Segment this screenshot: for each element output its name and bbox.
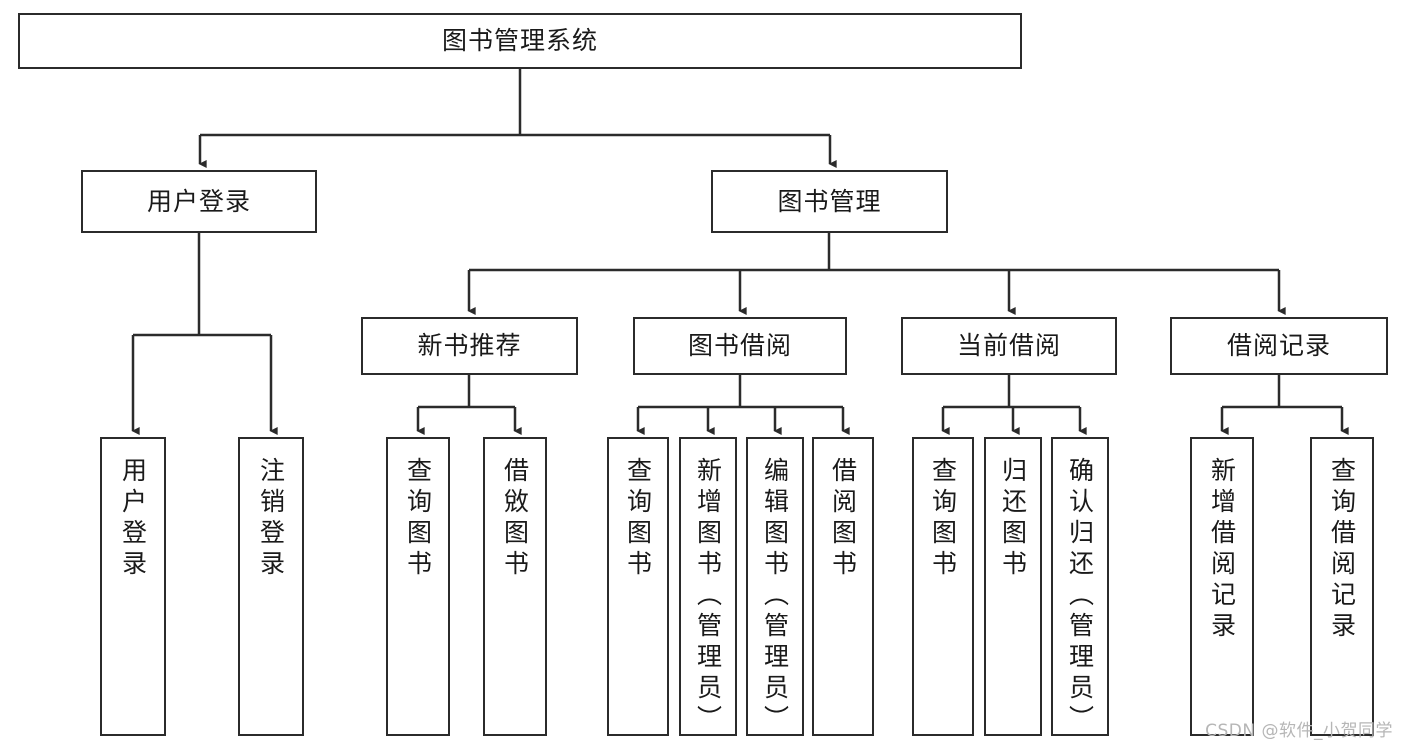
- leaf-confirm-return-admin-label: 确认归还（管理员）: [1065, 457, 1095, 736]
- node-current-borrow-label: 当前借阅: [956, 331, 1061, 361]
- leaf-logout-label: 注销登录: [256, 457, 286, 581]
- watermark: CSDN @软件_小贺同学: [1205, 721, 1393, 741]
- node-user-login-label: 用户登录: [146, 186, 251, 216]
- node-book-borrow[interactable]: 图书借阅: [633, 317, 847, 375]
- node-book-management-label: 图书管理: [777, 186, 882, 216]
- leaf-borrow-query-book[interactable]: 查询图书: [607, 437, 669, 736]
- leaf-return-book-label: 归还图书: [998, 457, 1028, 581]
- leaf-borrow-query-book-label: 查询图书: [623, 457, 653, 581]
- node-borrow-record[interactable]: 借阅记录: [1170, 317, 1388, 375]
- node-current-borrow[interactable]: 当前借阅: [901, 317, 1117, 375]
- leaf-borrow-book[interactable]: 借阅图书: [812, 437, 874, 736]
- leaf-add-book-admin[interactable]: 新增图书（管理员）: [679, 437, 737, 736]
- leaf-edit-book-admin[interactable]: 编辑图书（管理员）: [746, 437, 804, 736]
- node-new-book-recommend[interactable]: 新书推荐: [361, 317, 578, 375]
- leaf-newbook-query-book[interactable]: 查询图书: [386, 437, 450, 736]
- leaf-add-borrow-record[interactable]: 新增借阅记录: [1190, 437, 1254, 736]
- leaf-logout[interactable]: 注销登录: [238, 437, 304, 736]
- leaf-confirm-return-admin[interactable]: 确认归还（管理员）: [1051, 437, 1109, 736]
- node-root[interactable]: 图书管理系统: [18, 13, 1022, 69]
- leaf-edit-book-admin-label: 编辑图书（管理员）: [760, 457, 790, 736]
- node-new-book-recommend-label: 新书推荐: [417, 331, 522, 361]
- leaf-add-borrow-record-label: 新增借阅记录: [1207, 457, 1237, 643]
- node-book-management[interactable]: 图书管理: [711, 170, 948, 233]
- leaf-borrow-book-label: 借阅图书: [828, 457, 858, 581]
- leaf-user-login-label: 用户登录: [118, 457, 148, 581]
- leaf-newbook-borrow-book[interactable]: 借敓图书: [483, 437, 547, 736]
- leaf-add-book-admin-label: 新增图书（管理员）: [693, 457, 723, 736]
- leaf-newbook-query-book-label: 查询图书: [403, 457, 433, 581]
- node-user-login[interactable]: 用户登录: [81, 170, 317, 233]
- node-root-label: 图书管理系统: [441, 26, 598, 56]
- leaf-return-book[interactable]: 归还图书: [984, 437, 1042, 736]
- leaf-user-login[interactable]: 用户登录: [100, 437, 166, 736]
- leaf-current-query-book[interactable]: 查询图书: [912, 437, 974, 736]
- leaf-query-borrow-record-label: 查询借阅记录: [1327, 457, 1357, 643]
- leaf-newbook-borrow-book-label: 借敓图书: [500, 457, 530, 581]
- leaf-query-borrow-record[interactable]: 查询借阅记录: [1310, 437, 1374, 736]
- node-borrow-record-label: 借阅记录: [1226, 331, 1331, 361]
- leaf-current-query-book-label: 查询图书: [928, 457, 958, 581]
- node-book-borrow-label: 图书借阅: [687, 331, 792, 361]
